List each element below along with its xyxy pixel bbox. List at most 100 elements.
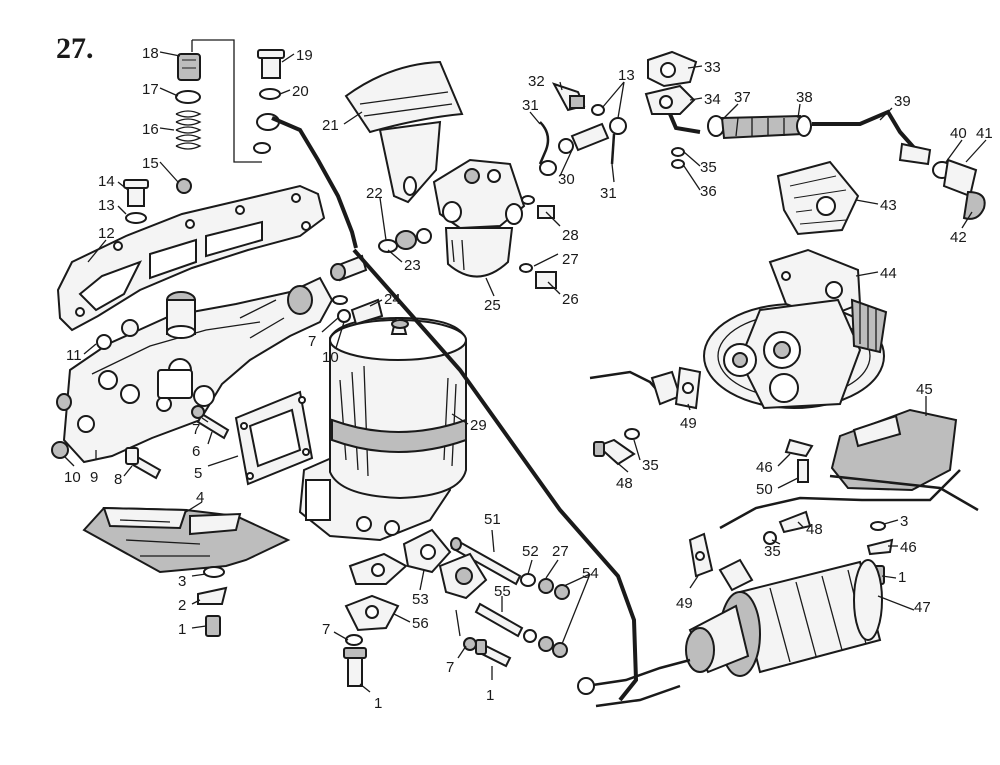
starter-motor-47 [577,558,883,708]
callout-35c: 35 [642,457,659,474]
leader-lines [63,51,987,693]
callout-6: 6 [192,443,200,460]
washer-20 [259,88,281,100]
callout-42: 42 [950,229,967,246]
callout-14: 14 [98,173,115,190]
callout-17: 17 [142,81,159,98]
bracket-21 [344,60,464,204]
callout-23: 23 [404,257,421,274]
callout-7b: 7 [308,333,316,350]
callout-3b: 3 [900,513,908,530]
callout-43: 43 [880,197,897,214]
plug-11 [96,334,112,350]
callout-1b: 1 [898,569,906,586]
bolt-19 [261,55,281,79]
callout-28: 28 [562,227,579,244]
callout-2: 2 [178,597,186,614]
callout-55: 55 [494,583,511,600]
fasteners-left [197,566,228,637]
callout-56: 56 [412,615,429,632]
callout-38: 38 [796,89,813,106]
callout-19: 19 [296,47,313,64]
callout-27b: 27 [552,543,569,560]
callout-54: 54 [582,565,599,582]
callout-1c: 1 [374,695,382,712]
callout-49: 49 [680,415,697,432]
callout-32: 32 [528,73,545,90]
union-nut-18 [177,53,201,81]
callout-7: 7 [192,421,200,438]
callout-16: 16 [142,121,159,138]
fittings-30-36 [538,50,701,176]
plug-10 [51,441,69,459]
filter-head-25 [432,158,526,278]
callout-13: 13 [98,197,115,214]
spring-16 [175,110,202,150]
callout-34: 34 [704,91,721,108]
small-parts-22-28 [330,195,557,326]
callout-40: 40 [950,125,967,142]
callout-13b: 13 [618,67,635,84]
gasket-12 [56,184,326,332]
callout-31a: 31 [522,97,539,114]
callout-53: 53 [412,591,429,608]
callout-24: 24 [384,291,401,308]
callout-35b: 35 [764,543,781,560]
callout-22: 22 [366,185,383,202]
fasteners-51-56 [343,528,570,687]
callout-10b: 10 [322,349,339,366]
callout-labels: 18 17 16 15 14 13 12 11 10 9 8 7 6 5 4 3… [64,45,993,712]
callout-31b: 31 [600,185,617,202]
pump-housing-9 [51,276,334,464]
callout-49b: 49 [676,595,693,612]
callout-48: 48 [806,521,823,538]
ball-15 [176,178,192,194]
cover-45 [719,408,979,530]
callout-48b: 48 [616,475,633,492]
callout-35: 35 [700,159,717,176]
oil-pump-44 [703,248,888,410]
callout-33: 33 [704,59,721,76]
callout-20: 20 [292,83,309,100]
callout-52: 52 [522,543,539,560]
callout-30: 30 [558,171,575,188]
callout-37: 37 [734,89,751,106]
callout-45: 45 [916,381,933,398]
callout-44: 44 [880,265,897,282]
gasket-5 [234,390,314,486]
oil-pipe [271,116,358,249]
callout-7c: 7 [322,621,330,638]
callout-47: 47 [914,599,931,616]
callout-9: 9 [90,469,98,486]
callout-27: 27 [562,251,579,268]
valve-stack [123,39,358,249]
callout-7d: 7 [446,659,454,676]
callout-50: 50 [756,481,773,498]
callout-12: 12 [98,225,115,242]
callout-46: 46 [756,459,773,476]
callout-39: 39 [894,93,911,110]
gasket-43 [776,160,860,236]
callout-26: 26 [562,291,579,308]
washer-13 [125,212,147,224]
callout-36: 36 [700,183,717,200]
callout-1: 1 [178,621,186,638]
callout-5: 5 [194,465,202,482]
pump-pipes-49 [589,366,714,578]
callout-8: 8 [114,471,122,488]
filter-29 [298,316,467,542]
callout-10: 10 [64,469,81,486]
callout-1d: 1 [486,687,494,704]
callout-25: 25 [484,297,501,314]
callout-18: 18 [142,45,159,62]
washer-17 [175,90,201,104]
callout-3: 3 [178,573,186,590]
callout-21: 21 [322,117,339,134]
callout-29: 29 [470,417,487,434]
callout-41: 41 [976,125,993,142]
strainer-4 [82,506,291,574]
callout-4: 4 [196,489,204,506]
fuel-pipe [352,248,639,702]
